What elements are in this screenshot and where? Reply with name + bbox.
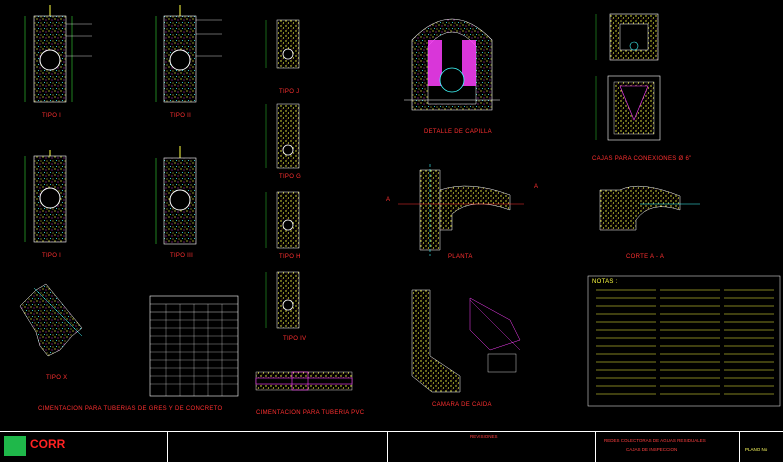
detail-tipo-h [265,191,300,249]
label-camara-caida: CAMARA DE CAIDA [432,402,492,408]
detail-camara-caida [411,289,521,393]
logo-text: CORR [30,437,66,451]
label-tipo-iv: TIPO IV [283,336,307,342]
project-title-line-1: REDES COLECTORAS DE AGUAS RESIDUALES [604,438,706,443]
title-block-logo-cell [0,432,168,462]
label-tipo-h: TIPO H [279,254,301,260]
detail-tipo-g [265,103,300,169]
manhole-tipo-3 [155,146,197,245]
detail-pvc-pipe [255,371,353,391]
label-tipo-x: TIPO X [46,375,68,381]
section-marker-a-right: A [534,184,539,190]
detail-tipo-x [19,283,83,357]
project-title-line-2: CAJAS DE INSPECCION [626,447,678,452]
detail-capilla [404,18,500,111]
label-cimentacion-gres: CIMENTACION PARA TUBERIAS DE GRES Y DE C… [38,406,223,412]
label-tipo-3: TIPO III [170,253,194,259]
label-corte-aa: CORTE A - A [626,254,665,260]
detail-corte-aa [599,185,700,231]
manhole-tipo-2-top [155,5,222,103]
title-block-signatures-cell [168,432,388,462]
detail-tipo-j [265,19,300,69]
revisions-header: REVISIONES [470,434,498,439]
label-cimentacion-pvc: CIMENTACION PARA TUBERIA PVC [256,410,365,416]
label-tipo-1-bottom: TIPO I [42,253,62,259]
notes-frame [587,275,781,407]
detail-planta [398,164,524,256]
title-block-project-cell [596,432,740,462]
label-tipo-j: TIPO J [279,89,300,95]
detail-tipo-iv [265,271,300,329]
section-marker-a-left: A [386,197,391,203]
label-tipo-2-top: TIPO II [170,113,192,119]
label-notas: NOTAS : [592,279,618,285]
title-block-revisions-cell [388,432,596,462]
detail-caja-conexiones [595,13,661,141]
label-tipo-g: TIPO G [279,174,302,180]
title-block [0,431,783,462]
manhole-tipo-1-bottom [24,150,67,243]
dimension-table [149,295,239,397]
label-planta: PLANTA [448,254,473,260]
sheet-number-label: PLANO No [745,447,768,452]
label-cajas-conexiones: CAJAS PARA CONEXIONES Ø 6" [592,156,692,162]
manhole-tipo-1-top [24,5,92,103]
label-detalle-capilla: DETALLE DE CAPILLA [424,129,492,135]
corr-logo-icon [4,436,26,456]
label-tipo-1-top: TIPO I [42,113,62,119]
